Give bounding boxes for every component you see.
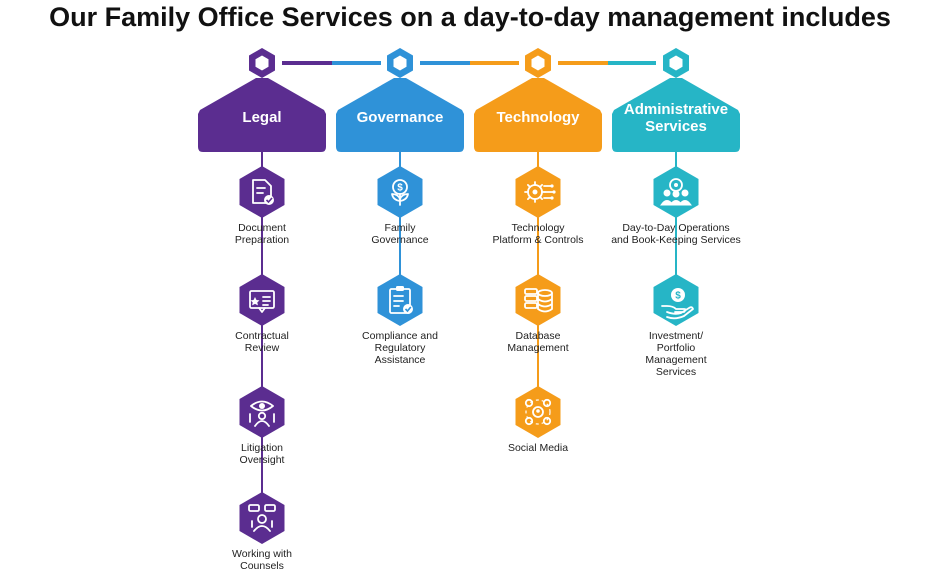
page-title: Our Family Office Services on a day-to-d… (49, 2, 891, 32)
item-hexagon (377, 166, 423, 218)
team-gear-icon (660, 178, 692, 206)
service-label: Document (238, 222, 286, 234)
service-label: Technology (511, 222, 565, 234)
service-item: Social Media (508, 386, 568, 454)
contract-review-icon (249, 290, 275, 313)
category-header-admin (612, 78, 740, 152)
service-label: Oversight (240, 454, 285, 466)
hook-hole (255, 55, 269, 71)
service-label: Services (656, 366, 696, 378)
service-label: Portfolio (657, 342, 696, 354)
service-label: and Book-Keeping Services (611, 234, 741, 246)
service-label: Platform & Controls (492, 234, 583, 246)
service-label: Working with (232, 548, 292, 560)
eye-person-icon (249, 400, 275, 427)
service-label: Contractual (235, 330, 289, 342)
service-label: Compliance and (362, 330, 438, 342)
service-label: Counsels (240, 560, 284, 571)
svg-text:$: $ (397, 183, 403, 194)
hook-hole (393, 55, 407, 71)
database-icon (524, 288, 553, 313)
service-label: Management (507, 342, 568, 354)
service-label: Day-to-Day Operations (622, 222, 729, 234)
service-label: Governance (371, 234, 428, 246)
hand-dollar-icon: $ (661, 288, 694, 320)
people-chat-icon (248, 504, 276, 532)
service-label: Database (516, 330, 561, 342)
item-hexagon (377, 274, 423, 326)
category-title: Technology (496, 109, 580, 126)
social-network-icon (524, 398, 552, 426)
hook-hole (669, 55, 683, 71)
category-title: Legal (242, 109, 281, 126)
plant-dollar-icon: $ (391, 179, 409, 206)
category-header-governance (336, 78, 464, 152)
service-label: Preparation (235, 234, 289, 246)
category-header-legal (198, 78, 326, 152)
item-hexagon (239, 166, 285, 218)
hook-hole (531, 55, 545, 71)
service-label: Assistance (375, 354, 426, 366)
category-title: Governance (357, 109, 444, 126)
service-label: Social Media (508, 442, 568, 454)
service-label: Management (645, 354, 706, 366)
service-label: Litigation (241, 442, 283, 454)
item-hexagon (239, 492, 285, 544)
category-header-technology (474, 78, 602, 152)
svg-text:$: $ (675, 291, 681, 302)
item-hexagon (239, 274, 285, 326)
service-label: Family (385, 222, 417, 234)
gear-circuit-icon (524, 181, 556, 203)
service-label: Investment/ (649, 330, 703, 342)
service-label: Regulatory (375, 342, 427, 354)
category-title: Services (645, 118, 707, 135)
category-title: Administrative (624, 101, 728, 118)
column-legal: LegalDocumentPreparationContractualRevie… (198, 48, 326, 571)
service-label: Review (245, 342, 280, 354)
clipboard-check-icon (389, 286, 413, 314)
document-check-icon (252, 179, 274, 205)
item-hexagon (515, 166, 561, 218)
